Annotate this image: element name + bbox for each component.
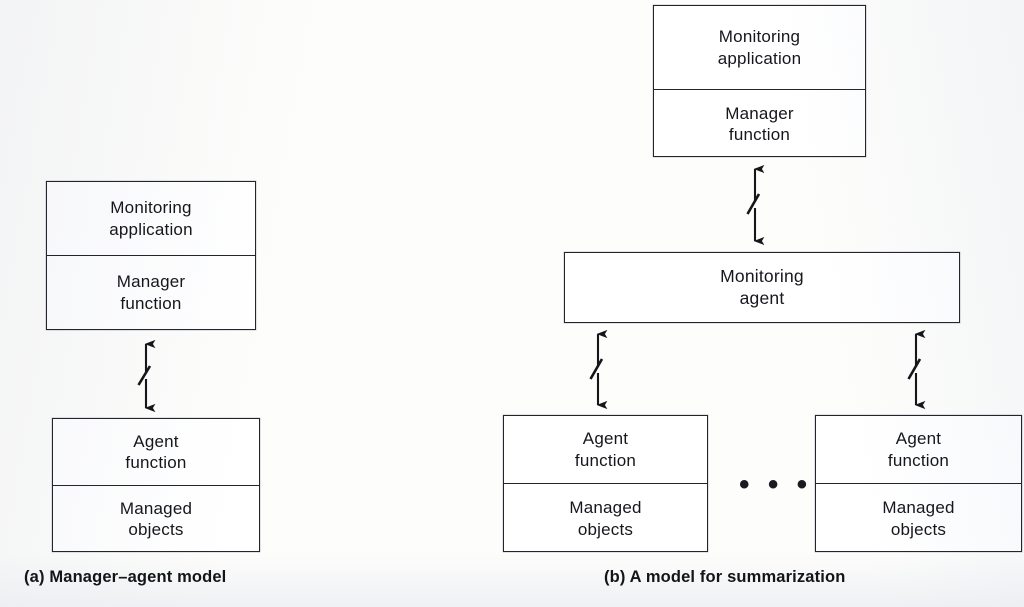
panel-a-monitoring-application-label: Monitoring application [109, 198, 193, 239]
panel-b-manager-function-cell: Manager function [654, 90, 865, 158]
panel-a-agent-function-label: Agent function [125, 431, 187, 472]
panel-b-agent-left-function-cell: Agent function [504, 416, 707, 484]
panel-a-caption: (a) Manager–agent model [24, 568, 227, 586]
panel-b-agent-left-managed-objects-label: Managed objects [569, 498, 642, 539]
panel-b-monitoring-agent-box: Monitoring agent [564, 252, 960, 323]
panel-a-managed-objects-label: Managed objects [119, 498, 193, 539]
panel-b-manager-stack: Monitoring application Manager function [653, 5, 866, 157]
panel-b-agent-stack-right: Agent function Managed objects [815, 415, 1022, 552]
panel-b-agent-left-managed-objects-cell: Managed objects [504, 484, 707, 553]
panel-a-manager-function-cell: Manager function [47, 256, 255, 329]
panel-a-agent-stack: Agent function Managed objects [52, 418, 260, 552]
panel-b-manager-function-label: Manager function [725, 103, 794, 144]
panel-b-monitoring-agent-to-agent-left-link [585, 324, 611, 416]
panel-b-monitoring-agent-to-agent-right-link [903, 324, 929, 416]
agent-stacks-ellipsis: • • • [739, 468, 813, 501]
panel-b-monitoring-agent-cell: Monitoring agent [565, 253, 959, 322]
panel-b-caption: (b) A model for summarization [604, 568, 846, 586]
panel-a-monitoring-application-cell: Monitoring application [47, 182, 255, 256]
panel-a-manager-agent-link [133, 333, 159, 419]
panel-b-agent-right-managed-objects-label: Managed objects [882, 498, 955, 539]
panel-a-agent-function-cell: Agent function [53, 419, 259, 486]
panel-b-monitoring-agent-label: Monitoring agent [720, 265, 804, 308]
panel-b-agent-stack-left: Agent function Managed objects [503, 415, 708, 552]
panel-b-agent-right-managed-objects-cell: Managed objects [816, 484, 1021, 553]
panel-a-manager-stack: Monitoring application Manager function [46, 181, 256, 330]
panel-b-manager-to-monitoring-agent-link [742, 158, 768, 252]
panel-a-managed-objects-cell: Managed objects [53, 486, 259, 552]
panel-b-agent-right-function-label: Agent function [887, 429, 950, 470]
panel-b-agent-left-function-label: Agent function [574, 429, 637, 470]
panel-b-monitoring-application-label: Monitoring application [717, 27, 802, 68]
panel-b-monitoring-application-cell: Monitoring application [654, 6, 865, 90]
panel-a-manager-function-label: Manager function [116, 272, 186, 313]
panel-b-agent-right-function-cell: Agent function [816, 416, 1021, 484]
